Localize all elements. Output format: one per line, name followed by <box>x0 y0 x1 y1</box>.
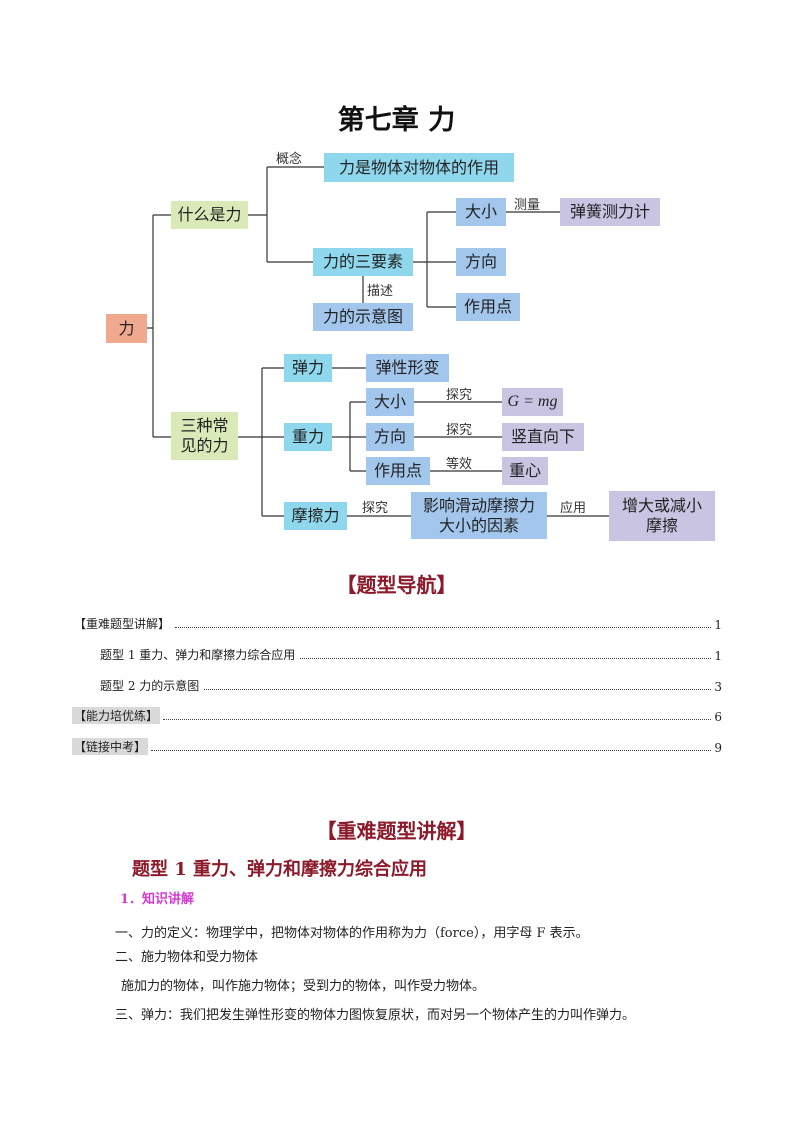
node-formula: G = mg <box>502 388 563 416</box>
node-elastic-deformation: 弹性形变 <box>366 354 449 382</box>
label-equivalent: 等效 <box>446 457 473 472</box>
node-gravity: 重力 <box>284 423 332 451</box>
toc-entry[interactable]: 题型 2 力的示意图 3 <box>98 676 722 694</box>
nav-heading: 【题型导航】 <box>336 573 457 597</box>
toc-page: 3 <box>714 680 722 694</box>
label-concept: 概念 <box>276 152 303 167</box>
section-heading: 【重难题型讲解】 <box>316 819 477 843</box>
node-gravity-point: 作用点 <box>366 457 430 485</box>
toc-page: 9 <box>714 741 722 755</box>
node-direction: 方向 <box>456 248 506 276</box>
toc-entry[interactable]: 【重难题型讲解】 1 <box>72 614 722 632</box>
node-friction-factors: 影响滑动摩擦力大小的因素 <box>411 492 547 539</box>
toc-text: 【重难题型讲解】 <box>74 617 171 631</box>
paragraph: 二、施力物体和受力物体 <box>115 950 259 965</box>
toc-leader <box>300 658 712 659</box>
toc-text: 题型 1 重力、弹力和摩擦力综合应用 <box>100 648 296 662</box>
node-friction: 摩擦力 <box>284 502 347 530</box>
node-magnitude: 大小 <box>456 198 506 226</box>
mindmap-root: 力 <box>106 314 147 343</box>
label-measure: 测量 <box>514 198 541 213</box>
toc-entry[interactable]: 题型 1 重力、弹力和摩擦力综合应用 1 <box>98 645 722 663</box>
toc-text: 【能力培优练】 <box>72 707 161 724</box>
toc-entry[interactable]: 【链接中考】 9 <box>72 737 722 755</box>
toc-page: 1 <box>714 649 722 663</box>
node-spring-scale: 弹簧测力计 <box>560 198 660 226</box>
mindmap-connectors <box>147 166 609 517</box>
label-describe: 描述 <box>367 284 394 299</box>
chapter-title: 第七章 力 <box>337 105 456 136</box>
paragraph: 三、弹力：我们把发生弹性形变的物体力图恢复原状，而对另一个物体产生的力叫作弹力。 <box>115 1008 636 1023</box>
label-explore: 探究 <box>446 388 473 403</box>
toc-leader <box>163 719 712 720</box>
node-gravity-direction: 方向 <box>366 423 414 451</box>
node-vertical-down: 竖直向下 <box>502 423 584 451</box>
toc-leader <box>204 689 712 690</box>
node-point: 作用点 <box>456 293 520 321</box>
node-center-of-gravity: 重心 <box>502 457 548 485</box>
node-gravity-magnitude: 大小 <box>366 388 414 416</box>
toc-text: 题型 2 力的示意图 <box>100 679 200 693</box>
node-definition: 力是物体对物体的作用 <box>324 153 514 182</box>
node-three-forces: 三种常见的力 <box>171 412 238 460</box>
node-three-elements: 力的三要素 <box>313 248 413 276</box>
label-explore: 探究 <box>446 423 473 438</box>
label-explore: 探究 <box>362 501 389 516</box>
knowledge-heading: 1．知识讲解 <box>120 892 195 907</box>
node-increase-decrease-friction: 增大或减小摩擦 <box>609 491 715 541</box>
toc-entry[interactable]: 【能力培优练】 6 <box>72 706 722 724</box>
toc-page: 6 <box>714 710 722 724</box>
label-apply: 应用 <box>560 501 587 516</box>
node-what-is-force: 什么是力 <box>171 201 248 229</box>
paragraph: 一、力的定义：物理学中，把物体对物体的作用称为力（force），用字母 F 表示… <box>115 926 589 941</box>
node-elastic: 弹力 <box>284 354 332 382</box>
node-force-diagram: 力的示意图 <box>313 303 413 331</box>
toc-leader <box>175 627 712 628</box>
toc-page: 1 <box>714 618 722 632</box>
topic-heading: 题型 1 重力、弹力和摩擦力综合应用 <box>132 859 428 880</box>
toc-leader <box>151 750 712 751</box>
toc-text: 【链接中考】 <box>72 738 149 755</box>
paragraph: 施加力的物体，叫作施力物体；受到力的物体，叫作受力物体。 <box>121 979 486 994</box>
